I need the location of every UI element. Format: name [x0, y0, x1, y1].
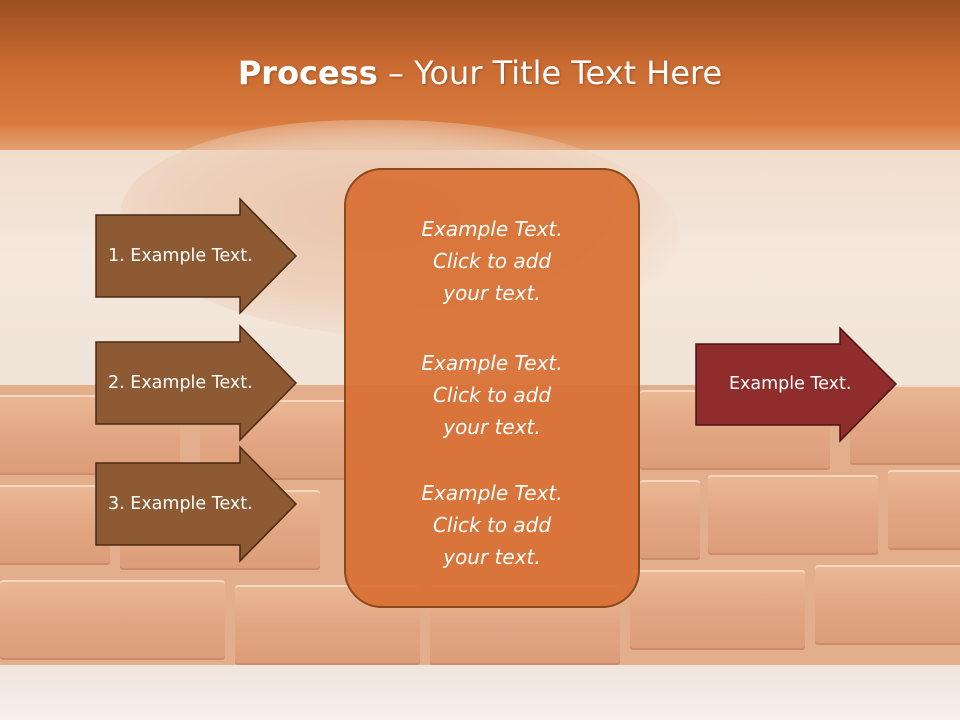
center-text-block-1[interactable]: Example Text. Click to add your text.	[344, 213, 640, 309]
left-arrow-2-shape[interactable]	[95, 324, 298, 442]
left-arrow-1-shape[interactable]	[95, 197, 298, 315]
left-arrow-3-shape[interactable]	[95, 445, 298, 563]
slide-title[interactable]: Process – Your Title Text Here	[0, 54, 960, 92]
center-text-line: Click to add	[432, 513, 552, 537]
right-arrow-shape[interactable]	[695, 326, 898, 443]
center-text-line: Example Text.	[421, 481, 563, 505]
brick	[708, 475, 878, 555]
title-rest-part: – Your Title Text Here	[377, 54, 723, 92]
brick	[0, 580, 225, 660]
center-text-line: Example Text.	[421, 217, 563, 241]
left-arrow-1-label: 1. Example Text.	[108, 246, 253, 266]
center-text-block-3[interactable]: Example Text. Click to add your text.	[344, 477, 640, 573]
brick	[815, 565, 960, 645]
center-text-block-2[interactable]: Example Text. Click to add your text.	[344, 347, 640, 443]
brick	[630, 570, 805, 650]
left-arrow-2-label: 2. Example Text.	[108, 373, 253, 393]
center-text-line: your text.	[443, 545, 541, 569]
brick	[888, 470, 960, 550]
right-arrow-label: Example Text.	[729, 374, 852, 394]
center-text-line: your text.	[443, 415, 541, 439]
center-text-line: Example Text.	[421, 351, 563, 375]
center-text-line: Click to add	[432, 383, 552, 407]
center-text-line: Click to add	[432, 249, 552, 273]
left-arrow-3-label: 3. Example Text.	[108, 494, 253, 514]
title-bold-part: Process	[237, 54, 378, 92]
center-process-box[interactable]	[344, 168, 640, 608]
floor-photo	[0, 665, 960, 720]
brick	[0, 485, 110, 565]
center-text-line: your text.	[443, 281, 541, 305]
brick	[640, 480, 700, 560]
